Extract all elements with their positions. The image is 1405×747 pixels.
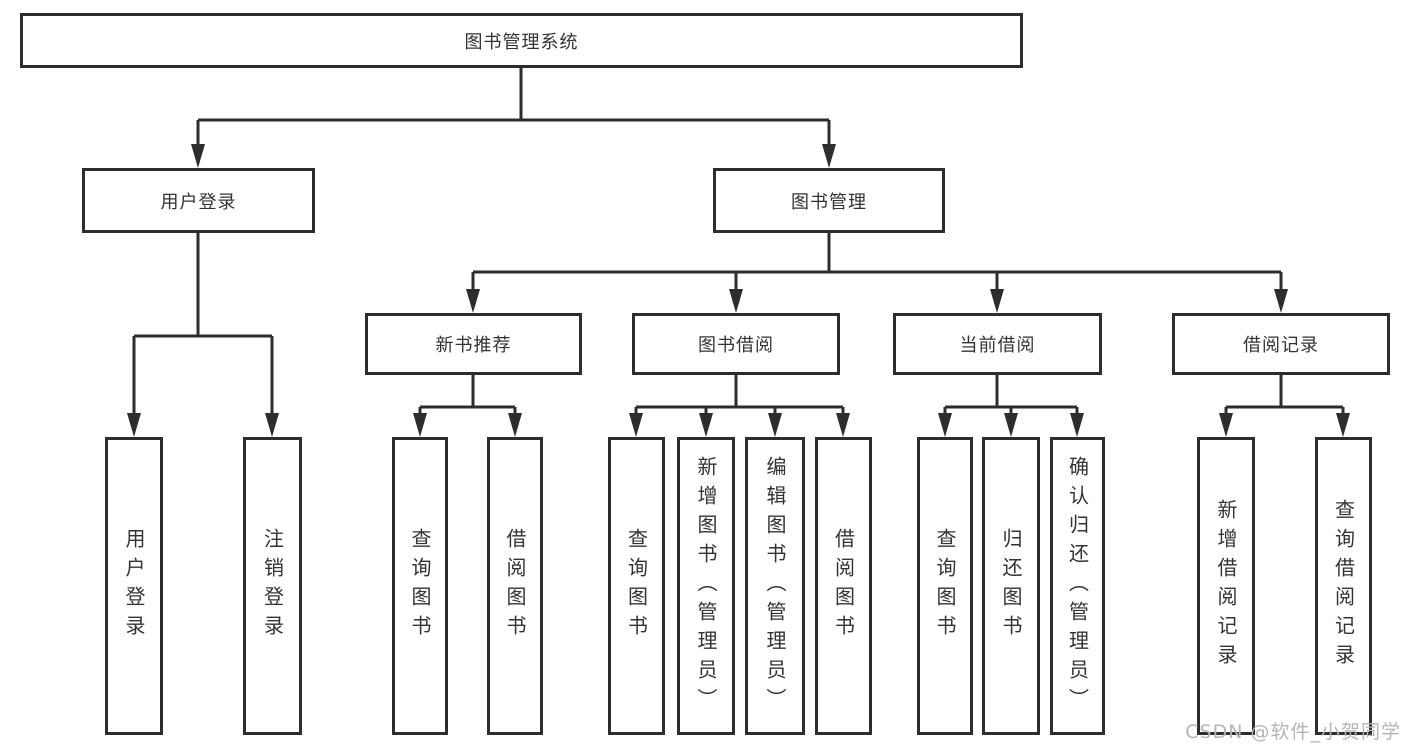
node-borrow-records: 借阅记录 (1172, 313, 1390, 375)
leaf-query-books-recommend-label: 查询图书 (408, 528, 432, 644)
leaf-query-books-current: 查询图书 (917, 437, 973, 735)
node-current-borrow-label: 当前借阅 (959, 335, 1036, 356)
csdn-watermark: CSDN @软件_小贺同学 (1185, 721, 1401, 743)
leaf-return-books-label: 归还图书 (999, 528, 1023, 644)
leaf-query-books-recommend: 查询图书 (392, 437, 448, 735)
leaf-query-books-current-label: 查询图书 (933, 528, 957, 644)
leaf-add-borrow-record-label: 新增借阅记录 (1214, 499, 1238, 673)
leaf-query-books-borrow-label: 查询图书 (624, 528, 649, 644)
leaf-user-login-label: 用户登录 (122, 528, 146, 644)
leaf-add-books-admin-label: 新增图书（管理员） (694, 455, 718, 717)
node-root-system: 图书管理系统 (20, 13, 1023, 68)
leaf-logout-label: 注销登录 (260, 528, 285, 644)
leaf-query-borrow-record-label: 查询借阅记录 (1331, 499, 1356, 673)
leaf-confirm-return-admin: 确认归还（管理员） (1050, 437, 1105, 735)
leaf-borrow-books-recommend-label: 借阅图书 (503, 528, 527, 644)
leaf-edit-books-admin: 编辑图书（管理员） (745, 437, 805, 735)
leaf-confirm-return-admin-label: 确认归还（管理员） (1065, 455, 1090, 717)
node-book-management: 图书管理 (713, 168, 945, 233)
node-book-borrow-label: 图书借阅 (698, 335, 774, 356)
node-book-management-label: 图书管理 (791, 191, 867, 213)
leaf-edit-books-admin-label: 编辑图书（管理员） (763, 455, 787, 717)
leaf-query-borrow-record: 查询借阅记录 (1315, 437, 1372, 735)
node-current-borrow: 当前借阅 (893, 313, 1102, 375)
node-new-book-recommend: 新书推荐 (365, 313, 582, 375)
leaf-borrow-books: 借阅图书 (815, 437, 872, 735)
node-user-login: 用户登录 (82, 168, 315, 233)
leaf-return-books: 归还图书 (982, 437, 1040, 735)
node-borrow-records-label: 借阅记录 (1243, 335, 1319, 356)
leaf-user-login: 用户登录 (105, 437, 163, 735)
leaf-add-books-admin: 新增图书（管理员） (677, 437, 735, 735)
node-root-label: 图书管理系统 (464, 31, 579, 53)
node-book-borrow: 图书借阅 (632, 313, 840, 375)
leaf-query-books-borrow: 查询图书 (608, 437, 665, 735)
node-user-login-label: 用户登录 (160, 191, 237, 213)
leaf-add-borrow-record: 新增借阅记录 (1197, 437, 1255, 735)
node-new-book-recommend-label: 新书推荐 (435, 335, 512, 356)
leaf-logout: 注销登录 (243, 437, 302, 735)
leaf-borrow-books-recommend: 借阅图书 (487, 437, 543, 735)
leaf-borrow-books-label: 借阅图书 (831, 528, 856, 644)
